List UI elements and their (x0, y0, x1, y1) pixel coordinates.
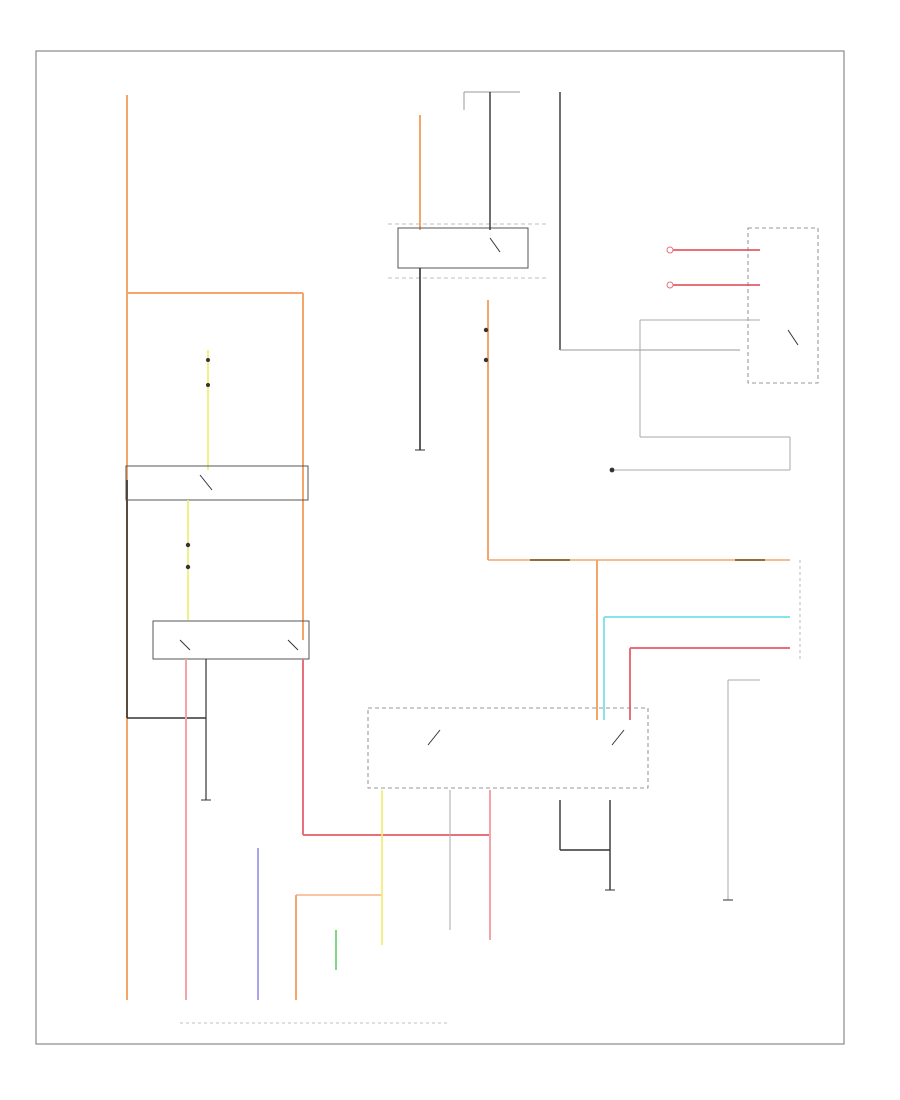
left-section (125, 95, 490, 1024)
switch-contact (427, 729, 441, 746)
relay-switch (287, 639, 299, 651)
relay-box-upper (125, 465, 309, 501)
diode (185, 542, 191, 548)
right-section (609, 227, 819, 900)
switch-module (367, 707, 649, 789)
relay-box-lower (152, 620, 310, 660)
center-section (367, 91, 790, 945)
relay-switch (489, 237, 501, 253)
relay-switch (199, 474, 213, 491)
diode (483, 327, 489, 333)
relay-switch (179, 639, 191, 651)
bcm-box (397, 227, 529, 269)
diode (483, 357, 489, 363)
diode (185, 564, 191, 570)
connector (666, 281, 674, 289)
connector (666, 246, 674, 254)
connector (609, 467, 615, 473)
switch-contact (787, 329, 799, 346)
module-box-right (747, 227, 819, 384)
fuse-dot (206, 358, 210, 362)
ground-symbols (201, 449, 733, 901)
fuse-dot (206, 383, 210, 387)
switch-contact (611, 729, 625, 746)
diagram-border (35, 50, 845, 1045)
